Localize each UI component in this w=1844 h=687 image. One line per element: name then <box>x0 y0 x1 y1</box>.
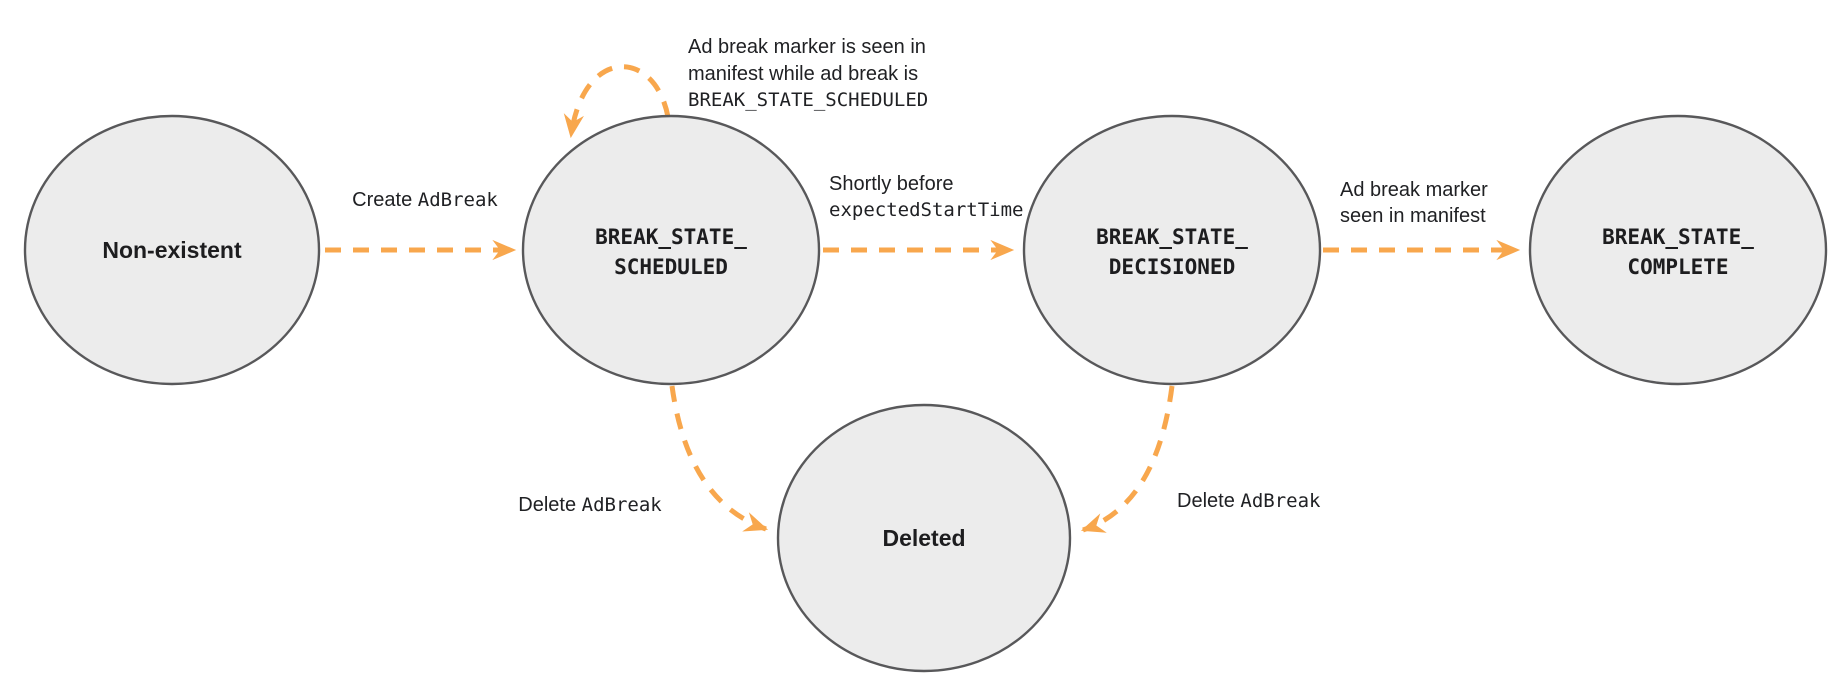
transition-label-to-decisioned-line1: Shortly before <box>829 173 954 195</box>
state-label-break-state-scheduled-line2: SCHEDULED <box>614 255 728 279</box>
state-node-non-existent: Non-existent <box>23 114 321 386</box>
state-label-break-state-complete-line2: COMPLETE <box>1627 255 1728 279</box>
state-circle-break-state-decisioned <box>1022 114 1322 386</box>
state-label-deleted: Deleted <box>882 525 965 551</box>
state-label-break-state-decisioned-line2: DECISIONED <box>1109 255 1235 279</box>
state-label-break-state-complete-line1: BREAK_STATE_ <box>1602 225 1754 249</box>
state-circle-non-existent <box>23 114 321 386</box>
transition-label-self-loop-line3: BREAK_STATE_SCHEDULED <box>688 89 928 111</box>
transition-label-self-loop-line2: manifest while ad break is <box>688 63 918 85</box>
state-node-break-state-complete: BREAK_STATE_ COMPLETE <box>1528 114 1828 386</box>
transition-label-to-complete-line2: seen in manifest <box>1340 205 1486 227</box>
transition-label-delete-left-prefix: Delete <box>518 494 581 516</box>
state-label-break-state-decisioned-line1: BREAK_STATE_ <box>1096 225 1248 249</box>
transition-label-self-loop-line1: Ad break marker is seen in <box>688 36 926 58</box>
transition-label-delete-left: Delete AdBreak <box>518 494 662 516</box>
state-circle-break-state-scheduled <box>521 114 821 386</box>
transition-label-to-complete: Ad break marker seen in manifest <box>1340 179 1488 227</box>
transition-label-to-decisioned: Shortly before expectedStartTime <box>829 173 1023 221</box>
transition-label-create-code: AdBreak <box>418 189 499 211</box>
transition-label-to-decisioned-line2: expectedStartTime <box>829 199 1023 221</box>
state-node-break-state-decisioned: BREAK_STATE_ DECISIONED <box>1022 114 1322 386</box>
transition-label-to-complete-line1: Ad break marker <box>1340 179 1488 201</box>
transition-label-delete-right-prefix: Delete <box>1177 490 1240 512</box>
transition-label-delete-left-code: AdBreak <box>582 494 663 516</box>
transition-label-create-prefix: Create <box>352 189 418 211</box>
state-label-non-existent: Non-existent <box>102 237 242 263</box>
state-node-break-state-scheduled: BREAK_STATE_ SCHEDULED <box>521 114 821 386</box>
transition-arrow-delete-from-decisioned <box>1080 385 1175 533</box>
transition-arrow-delete-from-scheduled <box>669 385 769 532</box>
state-circle-break-state-complete <box>1528 114 1828 386</box>
transition-label-delete-right: Delete AdBreak <box>1177 490 1321 512</box>
state-node-deleted: Deleted <box>776 403 1072 673</box>
transition-label-create-adbreak: Create AdBreak <box>352 189 498 211</box>
state-circle-deleted <box>776 403 1072 673</box>
transition-label-delete-right-code: AdBreak <box>1240 490 1321 512</box>
transition-label-self-loop: Ad break marker is seen in manifest whil… <box>688 36 928 111</box>
state-label-break-state-scheduled-line1: BREAK_STATE_ <box>595 225 747 249</box>
